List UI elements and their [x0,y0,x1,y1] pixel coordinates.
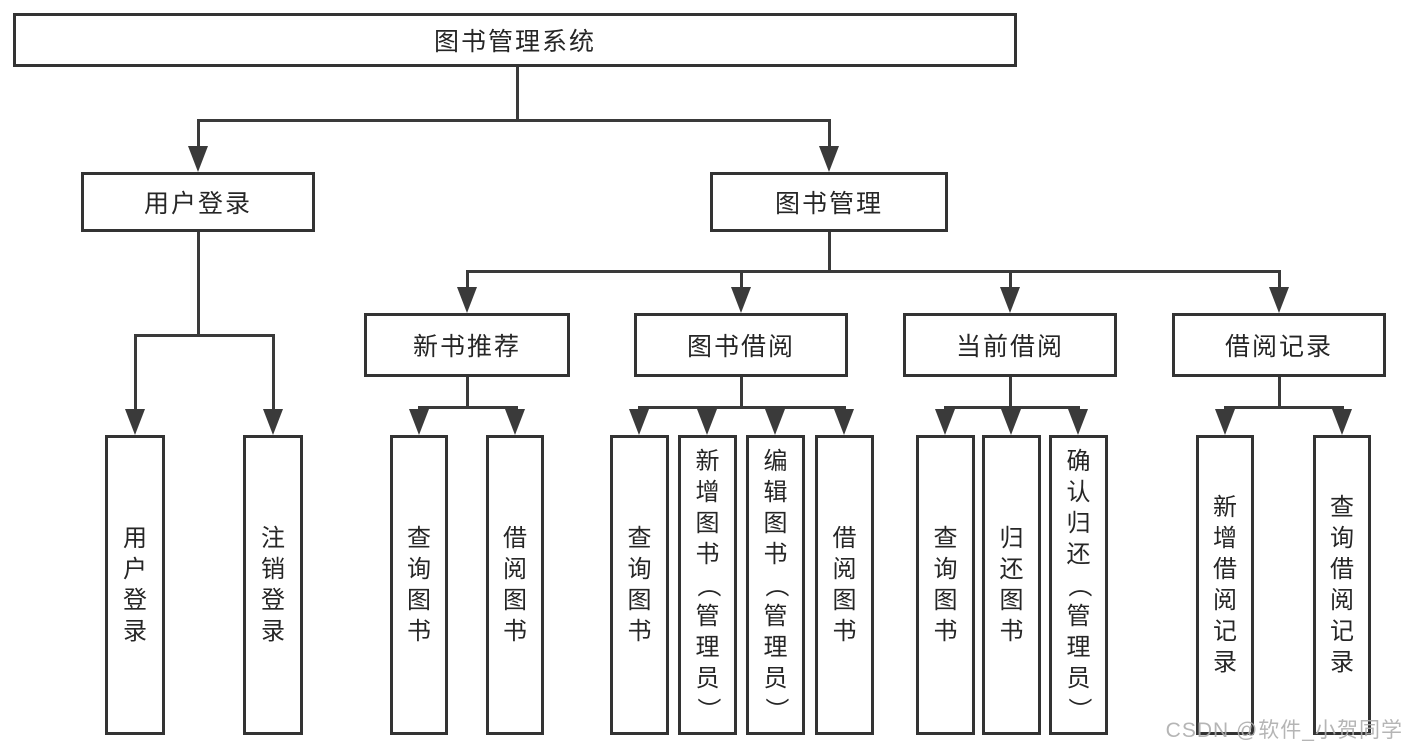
leaf-logout-login: 注销登录 [243,435,303,735]
arrowhead-icon [263,409,283,435]
arrowhead-icon [188,146,208,172]
arrowhead-icon [1068,409,1088,435]
leaf-user-login: 用户登录 [105,435,165,735]
connector-line [1278,377,1281,408]
arrowhead-icon [1001,409,1021,435]
node-user-login: 用户登录 [81,172,315,232]
node-label: 新书推荐 [412,333,521,361]
arrowhead-icon [697,409,717,435]
node-label: 用户登录 [143,190,252,218]
connector-line [828,232,831,273]
leaf-borrow-books-recommend: 借阅图书 [486,435,544,735]
connector-line [828,119,831,148]
arrowhead-icon [819,146,839,172]
leaf-borrow-books: 借阅图书 [815,435,874,735]
arrowhead-icon [1332,409,1352,435]
connector-line [740,377,743,408]
node-current-borrow: 当前借阅 [903,313,1117,377]
node-label: 图书借阅 [686,333,795,361]
connector-line [134,334,275,337]
arrowhead-icon [1000,287,1020,313]
leaf-confirm-return-admin: 确认归还（管理员） [1049,435,1108,735]
arrowhead-icon [935,409,955,435]
leaf-return-books: 归还图书 [982,435,1041,735]
arrowhead-icon [505,409,525,435]
connector-line [197,119,200,148]
connector-line [1009,377,1012,408]
arrowhead-icon [765,409,785,435]
leaf-add-borrow-record: 新增借阅记录 [1196,435,1254,735]
connector-line [740,270,743,290]
leaf-query-borrow-record: 查询借阅记录 [1313,435,1371,735]
connector-line [197,232,200,336]
node-label: 借阅记录 [1224,333,1333,361]
connector-line [134,334,137,411]
node-label: 图书管理系统 [433,28,596,56]
arrowhead-icon [731,287,751,313]
connector-line [466,377,469,408]
node-label: 图书管理 [774,190,883,218]
node-book-borrow: 图书借阅 [634,313,848,377]
arrowhead-icon [457,287,477,313]
connector-line [418,406,518,409]
node-label: 当前借阅 [955,333,1064,361]
connector-line [638,406,846,409]
csdn-watermark: CSDN @软件_小贺同学 [1165,719,1403,742]
arrowhead-icon [409,409,429,435]
connector-line [466,270,469,290]
node-new-book-recommend: 新书推荐 [364,313,570,377]
arrowhead-icon [125,409,145,435]
arrowhead-icon [1269,287,1289,313]
arrowhead-icon [834,409,854,435]
node-book-management: 图书管理 [710,172,948,232]
node-library-system: 图书管理系统 [13,13,1017,67]
connector-line [197,119,831,122]
leaf-edit-books-admin: 编辑图书（管理员） [746,435,805,735]
connector-line [516,67,519,121]
connector-line [1224,406,1344,409]
connector-line [1278,270,1281,290]
leaf-add-books-admin: 新增图书（管理员） [678,435,737,735]
leaf-query-books-borrow: 查询图书 [610,435,669,735]
connector-line [1009,270,1012,290]
connector-line [466,270,1281,273]
connector-line [272,334,275,411]
arrowhead-icon [629,409,649,435]
arrowhead-icon [1215,409,1235,435]
leaf-query-books-current: 查询图书 [916,435,975,735]
leaf-query-books-recommend: 查询图书 [390,435,448,735]
node-borrow-record: 借阅记录 [1172,313,1386,377]
